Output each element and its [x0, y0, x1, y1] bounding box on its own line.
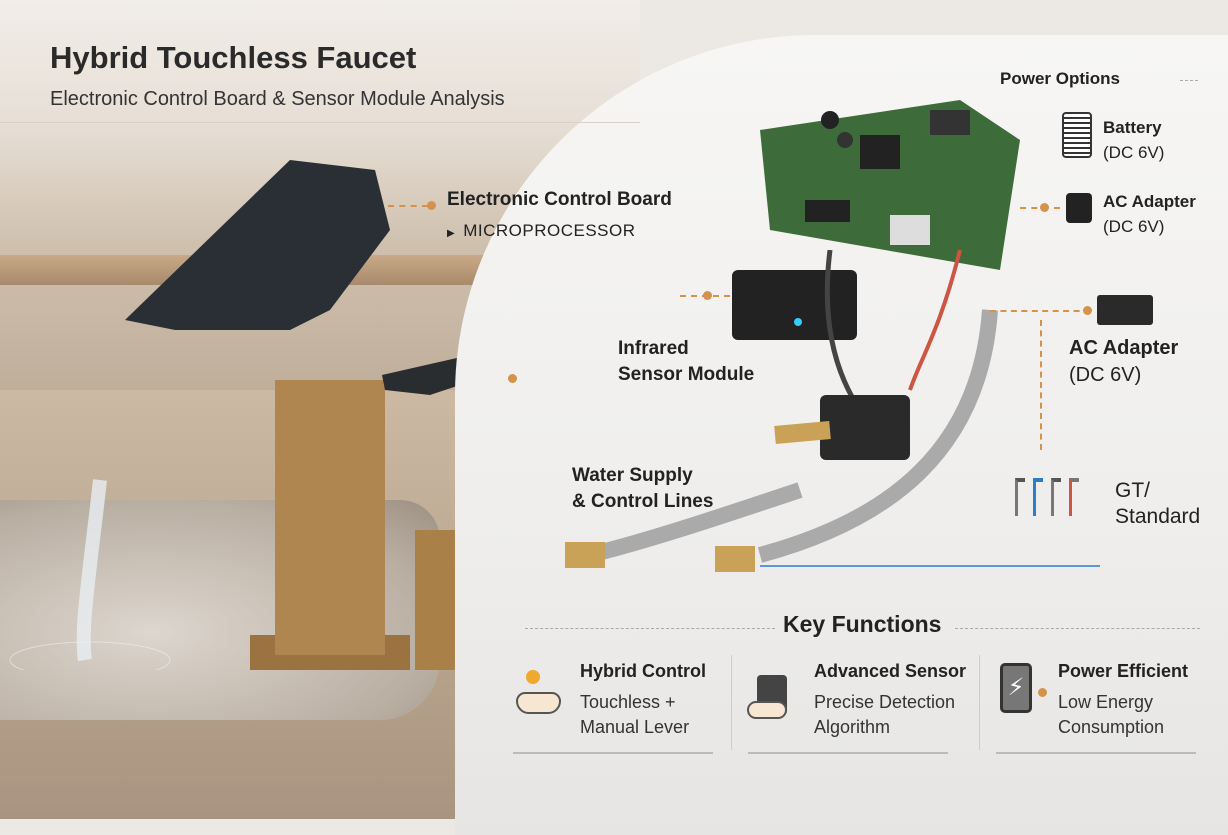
sensor-label-line1: Infrared: [618, 338, 689, 359]
hand-sensor-icon: [745, 665, 800, 725]
valve-label-line1: GT/: [1115, 479, 1150, 502]
function-desc: Consumption: [1058, 717, 1165, 737]
guide-line: [1180, 80, 1198, 81]
connector-dot: [508, 374, 517, 383]
hand-lever-icon: [512, 660, 572, 720]
wall-plug-adapter-icon: [1097, 295, 1153, 325]
function-desc: Precise Detection: [814, 692, 956, 712]
connector-dot: [703, 291, 712, 300]
water-lines-label: Water Supply & Control Lines: [572, 463, 713, 515]
function-desc: Touchless +: [580, 692, 676, 712]
valve-standard-label: GT/Standard: [1115, 478, 1200, 530]
triangle-icon: ▶: [447, 228, 456, 239]
function-title: Advanced Sensor: [814, 661, 967, 681]
power-options-heading: Power Options: [1000, 69, 1120, 88]
connector-dot: [427, 201, 436, 210]
underline: [996, 752, 1196, 754]
power-item-spec: (DC 6V): [1103, 217, 1165, 236]
page-subtitle: Electronic Control Board & Sensor Module…: [50, 88, 505, 110]
page-title: Hybrid Touchless Faucet: [50, 40, 417, 75]
connector-line: [990, 310, 1090, 312]
faucet-illustration: [9, 160, 495, 670]
control-board-image: [760, 100, 1020, 270]
sensor-label-line2: Sensor Module: [618, 364, 755, 385]
water-lines-image: [565, 250, 998, 572]
function-desc: Low Energy: [1058, 692, 1154, 712]
function-title: Power Efficient: [1058, 661, 1189, 681]
connector-line: [1040, 320, 1042, 450]
function-title: Hybrid Control: [580, 661, 706, 681]
control-board-label: Electronic Control Board: [447, 189, 672, 210]
divider: [0, 122, 640, 123]
function-desc: Manual Lever: [580, 717, 690, 737]
ac-adapter-icon: [1066, 193, 1092, 223]
power-item-name: AC Adapter: [1103, 192, 1196, 211]
separator: [979, 655, 980, 750]
key-functions-heading: Key Functions: [783, 611, 942, 637]
underline: [513, 752, 713, 754]
microprocessor-label: ▶ MICROPROCESSOR: [447, 221, 636, 241]
sensor-led: [794, 318, 802, 326]
power-item-name: Battery: [1103, 118, 1162, 137]
water-label-line1: Water Supply: [572, 465, 693, 486]
power-item-ac-adapter-2: AC Adapter (DC 6V): [1069, 335, 1178, 389]
underline: [748, 752, 948, 754]
water-label-line2: & Control Lines: [572, 491, 714, 512]
separator: [731, 655, 732, 750]
valve-label-line2: Standard: [1115, 505, 1201, 528]
water-line-blue: [760, 565, 1100, 567]
infrared-sensor-image: [732, 270, 857, 340]
battery-icon: [1062, 112, 1092, 158]
microprocessor-text: MICROPROCESSOR: [463, 221, 636, 240]
connector-dot: [1083, 306, 1092, 315]
connector-dot: [1038, 688, 1047, 697]
connector-line: [388, 205, 428, 207]
connector-dot: [1040, 203, 1049, 212]
power-item-battery: Battery (DC 6V): [1103, 115, 1164, 165]
power-item-ac-adapter: AC Adapter (DC 6V): [1103, 189, 1196, 239]
power-item-spec: (DC 6V): [1069, 364, 1142, 386]
function-desc: Algorithm: [814, 717, 891, 737]
valve-connectors-icon: [1015, 478, 1090, 518]
battery-bolt-icon: ⚡: [1000, 663, 1032, 713]
heading-rule-right: [955, 628, 1200, 629]
power-item-name: AC Adapter: [1069, 337, 1179, 359]
heading-rule-left: [525, 628, 775, 629]
power-item-spec: (DC 6V): [1103, 143, 1165, 162]
